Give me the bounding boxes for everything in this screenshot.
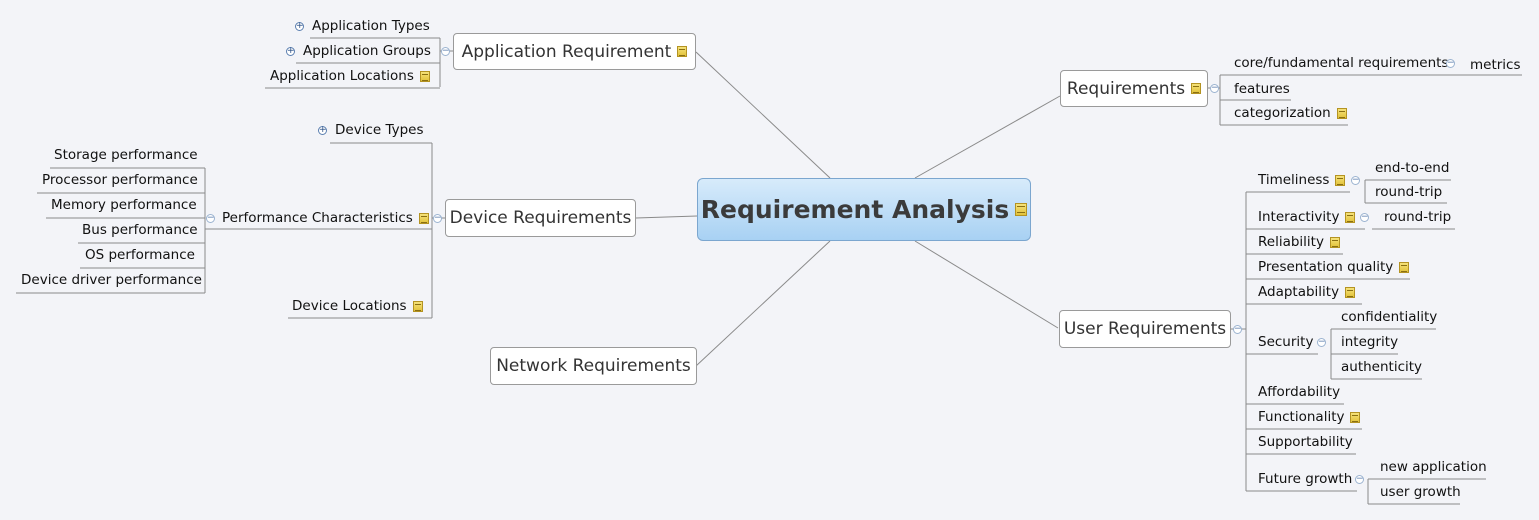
collapse-icon[interactable]: − bbox=[1351, 175, 1360, 185]
topic-os-performance[interactable]: OS performance bbox=[85, 247, 195, 263]
central-topic[interactable]: Requirement Analysis bbox=[697, 178, 1031, 241]
topic-round-trip[interactable]: round-trip bbox=[1375, 184, 1443, 200]
topic-presentation-quality[interactable]: Presentation quality bbox=[1258, 258, 1410, 276]
note-icon[interactable] bbox=[1336, 107, 1347, 119]
topic-label: User Requirements bbox=[1063, 319, 1227, 339]
topic-label: Network Requirements bbox=[496, 356, 691, 376]
collapse-icon[interactable]: − bbox=[433, 213, 442, 223]
expand-icon[interactable]: + bbox=[295, 21, 304, 31]
topic-authenticity[interactable]: authenticity bbox=[1341, 359, 1423, 375]
topic-application-requirement[interactable]: Application Requirement bbox=[453, 33, 696, 70]
collapse-icon[interactable]: − bbox=[1355, 474, 1364, 484]
topic-application-types[interactable]: Application Types bbox=[312, 18, 430, 34]
topic-network-requirements[interactable]: Network Requirements bbox=[490, 347, 697, 385]
topic-device-driver-performance[interactable]: Device driver performance bbox=[21, 272, 202, 288]
expand-icon[interactable]: + bbox=[286, 46, 295, 56]
collapse-icon[interactable]: − bbox=[441, 46, 450, 56]
topic-memory-performance[interactable]: Memory performance bbox=[51, 197, 197, 213]
collapse-icon[interactable]: − bbox=[1317, 337, 1326, 347]
note-icon[interactable] bbox=[1191, 83, 1202, 94]
note-icon[interactable] bbox=[1015, 203, 1028, 216]
note-icon[interactable] bbox=[1345, 286, 1356, 298]
topic-storage-performance[interactable]: Storage performance bbox=[54, 147, 198, 163]
note-icon[interactable] bbox=[1399, 261, 1410, 273]
topic-performance-characteristics[interactable]: Performance Characteristics bbox=[222, 209, 429, 227]
collapse-icon[interactable]: − bbox=[1233, 324, 1242, 334]
topic-reliability[interactable]: Reliability bbox=[1258, 233, 1340, 251]
collapse-icon[interactable]: − bbox=[1446, 58, 1455, 68]
topic-label: Requirements bbox=[1066, 78, 1186, 99]
note-icon[interactable] bbox=[1335, 174, 1346, 186]
topic-integrity[interactable]: integrity bbox=[1341, 334, 1399, 350]
topic-adaptability[interactable]: Adaptability bbox=[1258, 283, 1356, 301]
collapse-icon[interactable]: − bbox=[206, 213, 215, 223]
topic-timeliness[interactable]: Timeliness bbox=[1258, 171, 1346, 189]
collapse-icon[interactable]: − bbox=[1210, 83, 1219, 93]
note-icon[interactable] bbox=[412, 300, 423, 312]
topic-round-trip[interactable]: round-trip bbox=[1384, 209, 1452, 225]
topic-security[interactable]: Security bbox=[1258, 334, 1314, 350]
topic-affordability[interactable]: Affordability bbox=[1258, 384, 1341, 400]
topic-device-requirements[interactable]: Device Requirements bbox=[445, 199, 636, 237]
topic-confidentiality[interactable]: confidentiality bbox=[1341, 309, 1438, 325]
note-icon[interactable] bbox=[1345, 211, 1356, 223]
topic-future-growth[interactable]: Future growth bbox=[1258, 471, 1353, 487]
topic-processor-performance[interactable]: Processor performance bbox=[42, 172, 198, 188]
note-icon[interactable] bbox=[1350, 411, 1361, 423]
topic-application-groups[interactable]: Application Groups bbox=[303, 43, 431, 59]
note-icon[interactable] bbox=[418, 212, 429, 224]
topic-label: Application Requirement bbox=[461, 41, 672, 62]
note-icon[interactable] bbox=[1329, 236, 1340, 248]
topic-features[interactable]: features bbox=[1234, 81, 1290, 97]
note-icon[interactable] bbox=[419, 70, 430, 82]
topic-device-types[interactable]: Device Types bbox=[335, 122, 424, 138]
topic-core-fundamental-requirements[interactable]: core/fundamental requirements bbox=[1234, 55, 1449, 71]
note-icon[interactable] bbox=[677, 46, 688, 57]
topic-user-requirements[interactable]: User Requirements bbox=[1059, 310, 1231, 348]
topic-device-locations[interactable]: Device Locations bbox=[292, 297, 423, 315]
topic-requirements[interactable]: Requirements bbox=[1060, 70, 1208, 107]
topic-application-locations[interactable]: Application Locations bbox=[270, 67, 430, 85]
expand-icon[interactable]: + bbox=[318, 125, 327, 135]
topic-metrics[interactable]: metrics bbox=[1470, 57, 1521, 73]
collapse-icon[interactable]: − bbox=[1360, 212, 1369, 222]
topic-bus-performance[interactable]: Bus performance bbox=[82, 222, 198, 238]
topic-categorization[interactable]: categorization bbox=[1234, 104, 1347, 122]
topic-user-growth[interactable]: user growth bbox=[1380, 484, 1461, 500]
topic-functionality[interactable]: Functionality bbox=[1258, 408, 1361, 426]
topic-end-to-end[interactable]: end-to-end bbox=[1375, 160, 1450, 176]
central-topic-label: Requirement Analysis bbox=[700, 195, 1010, 224]
topic-supportability[interactable]: Supportability bbox=[1258, 434, 1353, 450]
topic-label: Device Requirements bbox=[449, 208, 632, 228]
topic-interactivity[interactable]: Interactivity bbox=[1258, 208, 1356, 226]
topic-new-application[interactable]: new application bbox=[1380, 459, 1487, 475]
